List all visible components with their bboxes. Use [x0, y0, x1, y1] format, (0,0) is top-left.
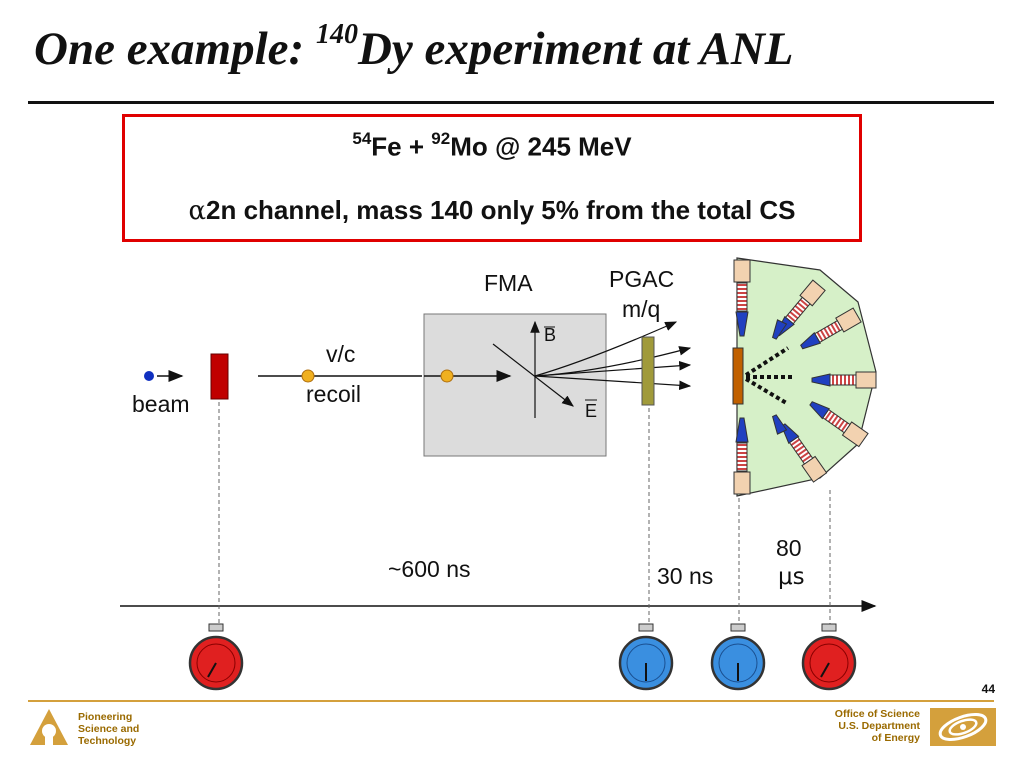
pgac-detector [641, 336, 655, 406]
e-field-label: E [585, 401, 597, 421]
mq-path-3 [534, 375, 692, 391]
detector-top-tip [735, 311, 749, 337]
footer-rule [28, 700, 994, 702]
fma-box [423, 313, 607, 457]
mq-label: m/q [622, 296, 660, 322]
beam-label: beam [132, 391, 190, 417]
mq-path-2 [534, 360, 692, 377]
time-80: 80 [776, 535, 802, 561]
recoil-particle [301, 369, 315, 383]
e-field-arrow [492, 343, 574, 407]
gamma-detectors [733, 259, 877, 495]
time-30ns: 30 ns [657, 563, 713, 589]
b-field-label: B [544, 325, 556, 345]
time-markers [218, 402, 831, 625]
target [210, 353, 229, 400]
pioneering-tagline: Pioneering Science and Technology [78, 711, 140, 747]
mq-path-4 [534, 321, 678, 377]
experiment-diagram: beam v/c recoil FMA B E PGAC m/q [120, 257, 877, 691]
detector-bottom-cap [733, 471, 751, 495]
detector-bottom-tip [735, 417, 749, 443]
doe-logo-icon [930, 708, 996, 746]
detector-bottom [736, 442, 748, 472]
office-of-science: Office of Science U.S. Department of Ene… [834, 708, 920, 744]
stopwatch-red-2 [801, 623, 857, 691]
vc-label: v/c [326, 341, 355, 367]
time-600ns: ~600 ns [388, 556, 471, 582]
stopwatch-red-1 [188, 623, 244, 691]
page-number: 44 [981, 682, 995, 696]
recoil-label: recoil [306, 381, 361, 407]
fma-label: FMA [484, 270, 533, 296]
fma-recoil-particle [440, 369, 454, 383]
stopwatch-blue-1 [618, 623, 674, 691]
anl-logo-icon [30, 709, 68, 745]
reaction-line: 54Fe + 92Mo @ 245 MeV [352, 129, 632, 162]
channel-line: α2n channel, mass 140 only 5% from the t… [188, 195, 796, 226]
gamma-rays [744, 346, 795, 406]
time-us: μs [778, 564, 805, 590]
pgac-label: PGAC [609, 266, 674, 292]
stopwatch-blue-2 [710, 623, 766, 691]
focal-plane-target [732, 347, 744, 405]
detector-top-cap [733, 259, 751, 283]
title-underline [28, 101, 994, 104]
reaction-box: 54Fe + 92Mo @ 245 MeV α2n channel, mass … [122, 114, 862, 242]
detector-top [736, 282, 748, 312]
slide-title: One example: 140Dy experiment at ANL [34, 19, 794, 75]
beam-particle [144, 371, 154, 381]
